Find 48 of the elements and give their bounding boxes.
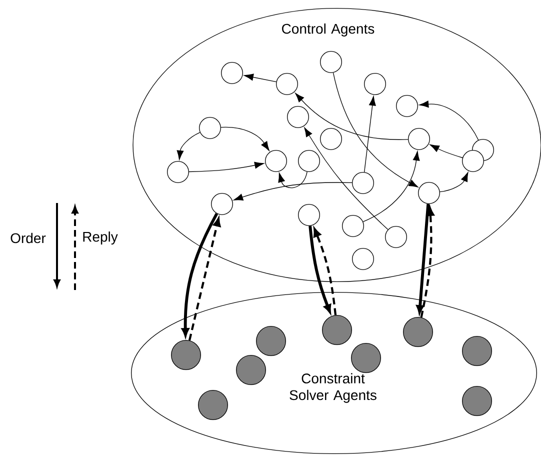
control-agent-circle bbox=[352, 248, 374, 270]
control-agent-circle bbox=[396, 95, 418, 117]
control-agent-circle bbox=[352, 172, 374, 194]
control-agent-circle bbox=[385, 226, 407, 248]
control-agent-circle bbox=[320, 51, 342, 73]
arrow bbox=[440, 172, 468, 192]
control-agent-circle bbox=[462, 150, 484, 172]
arrow bbox=[188, 218, 221, 341]
arrow bbox=[244, 74, 277, 82]
solver-agent-circle bbox=[236, 355, 266, 385]
arrow bbox=[314, 228, 337, 316]
arrow bbox=[278, 172, 308, 188]
arrow bbox=[176, 132, 200, 160]
legend-label: Reply bbox=[83, 231, 118, 245]
solver-agent-circle bbox=[256, 326, 286, 356]
control-agent-circle bbox=[298, 150, 320, 172]
solver-agent-circle bbox=[322, 315, 352, 345]
control-agent-circle bbox=[287, 106, 309, 128]
arrow bbox=[419, 100, 479, 140]
solver-agent-circle bbox=[351, 343, 381, 373]
control-agent-circle bbox=[298, 204, 320, 226]
control-agent-circle bbox=[211, 193, 233, 215]
solver-agent-circle bbox=[198, 390, 228, 420]
solver-agent-circle bbox=[462, 336, 492, 366]
arrow bbox=[332, 72, 418, 188]
control-agent-circle bbox=[265, 150, 287, 172]
arrow bbox=[362, 151, 420, 222]
control-agent-circle bbox=[276, 73, 298, 95]
solver-agent-circle bbox=[403, 317, 434, 347]
control-agent-circle bbox=[418, 182, 440, 204]
control-agent-circle bbox=[221, 62, 243, 84]
arrow bbox=[188, 162, 264, 172]
legend-label: Order bbox=[10, 232, 46, 244]
control-agent-circle bbox=[342, 215, 364, 237]
control-agent-circle bbox=[199, 117, 221, 139]
arrow bbox=[220, 126, 270, 151]
arrow bbox=[295, 92, 408, 140]
arrow bbox=[308, 226, 332, 313]
control-agent-circle bbox=[408, 128, 430, 150]
solver-agent-circle bbox=[462, 386, 492, 416]
control-agent-circle bbox=[320, 128, 342, 150]
arrow bbox=[304, 127, 388, 230]
control-agent-circle bbox=[364, 73, 386, 95]
solver-agent-circle bbox=[171, 340, 201, 370]
arrow bbox=[430, 144, 463, 158]
control-agent-circle bbox=[167, 161, 189, 183]
arrow bbox=[234, 182, 352, 201]
arrow bbox=[364, 96, 376, 172]
